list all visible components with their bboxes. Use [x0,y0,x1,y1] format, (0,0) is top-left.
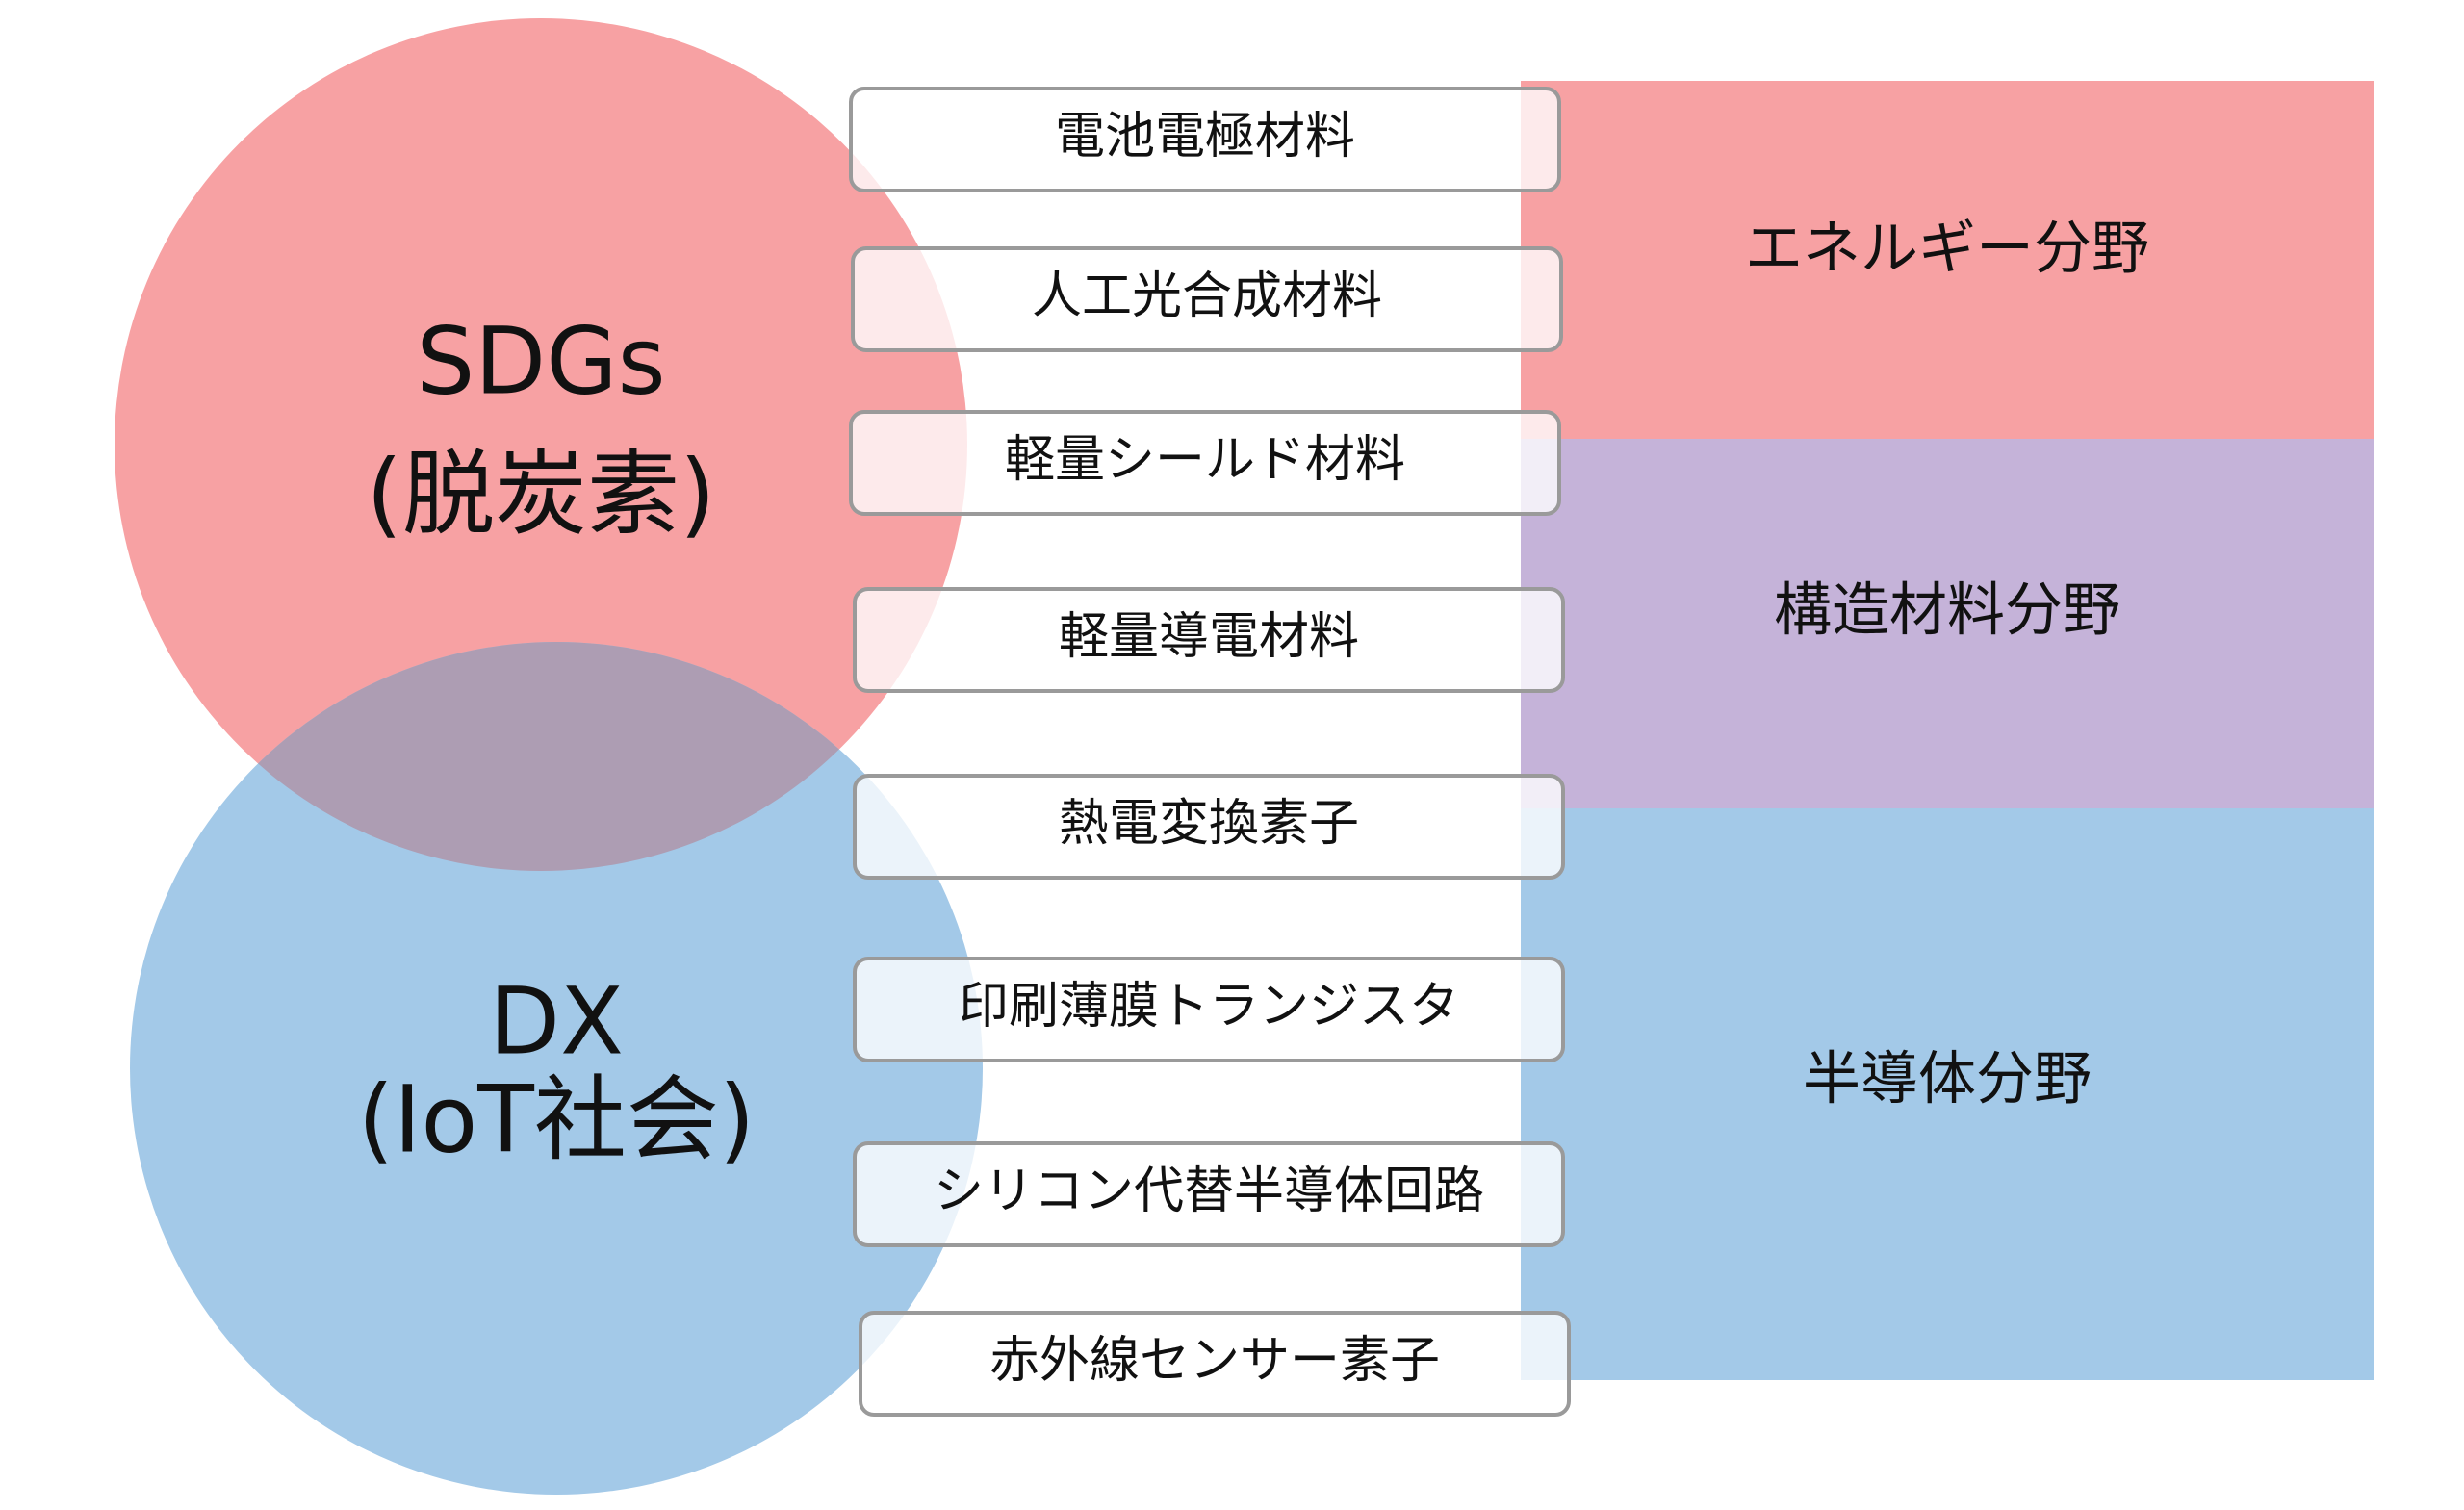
material-box-3: 軽量導電材料 [853,587,1565,693]
material-box-0: 電池電極材料 [849,87,1561,192]
material-label: 軽量導電材料 [1059,608,1359,666]
material-box-2: 軽量シールド材料 [849,410,1561,516]
material-label: 熱電変換素子 [1059,795,1359,853]
sdgs-circle [115,18,967,871]
field-label-energy: エネルギー分野 [1745,216,2149,283]
material-label: 軽量シールド材料 [1005,431,1405,489]
dx-title: DX [489,967,624,1075]
material-box-6: シリコン代替半導体回路 [853,1141,1565,1247]
material-label: 人工光合成材料 [1032,268,1382,325]
sdgs-subtitle: (脱炭素) [367,440,716,548]
material-box-7: 赤外線センサー素子 [859,1311,1571,1417]
material-box-4: 熱電変換素子 [853,774,1565,880]
dx-subtitle: (IoT社会) [358,1065,756,1173]
sdgs-title: SDGs [416,307,665,415]
material-label: シリコン代替半導体回路 [934,1163,1484,1220]
field-label-semiconductor: 半導体分野 [1803,1046,2092,1113]
material-box-1: 人工光合成材料 [851,246,1563,352]
field-label-structural: 構造材料分野 [1774,577,2120,645]
dx-circle [130,642,983,1495]
structural-field-band [1521,439,2374,808]
energy-field-band [1521,81,2374,439]
material-box-5: 印刷薄膜トランジスタ [853,957,1565,1062]
material-label: 印刷薄膜トランジスタ [959,978,1459,1036]
semiconductor-field-band [1521,808,2374,1380]
material-label: 電池電極材料 [1055,108,1355,166]
material-label: 赤外線センサー素子 [989,1332,1440,1390]
